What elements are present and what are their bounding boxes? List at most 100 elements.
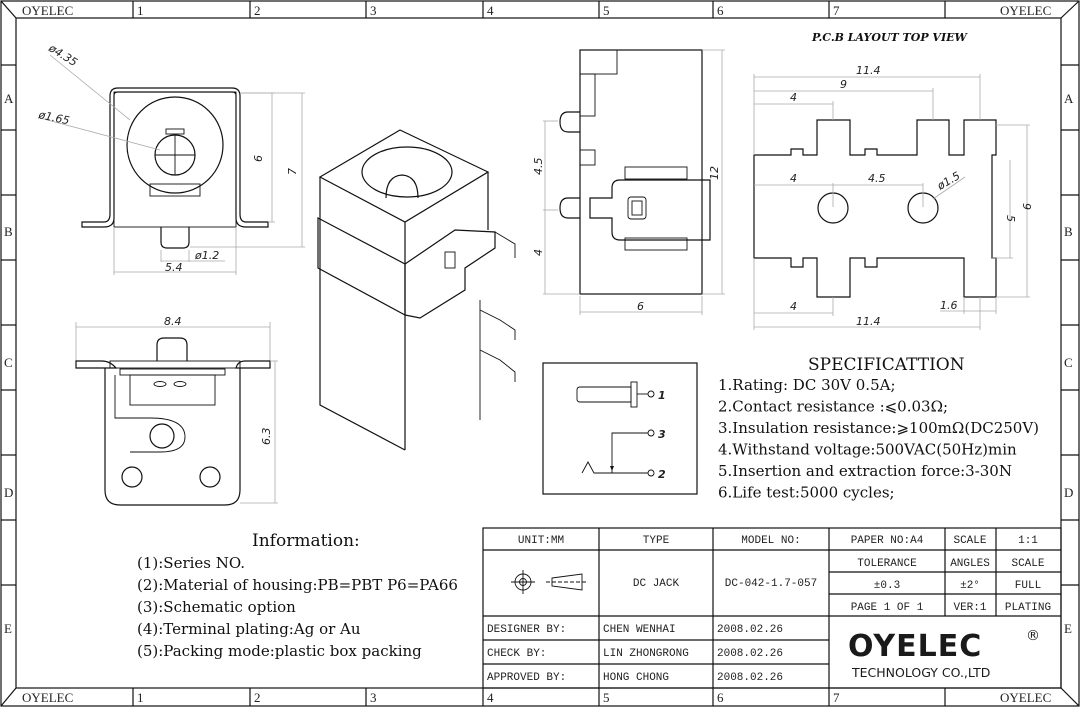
registered-mark: ® (1026, 628, 1040, 644)
frame-col-label-top: 2 (254, 3, 261, 18)
frame-row-label-left: D (4, 485, 13, 500)
frame-col-label-bottom: 6 (717, 690, 724, 705)
front-view (40, 55, 305, 275)
dim-pcb-bottom-total: 11.4 (856, 315, 881, 328)
dim-pcb-top-mid: 9 (840, 78, 847, 91)
dim-pcb-right-outer: 9 (1020, 203, 1033, 210)
dim-height-inner: 6 (252, 155, 265, 162)
frame-row-label-left: E (4, 621, 12, 636)
frame-col-label-bottom: 5 (603, 690, 610, 705)
frame-col-label-top: 5 (603, 3, 610, 18)
frame-row-label-left: B (4, 224, 13, 239)
spec-item: 5.Insertion and extraction force:3-30N (718, 462, 1012, 480)
dim-pcb-right-inner: 5 (1004, 215, 1017, 222)
tb-tolerance-value: ±0.3 (874, 580, 900, 592)
dim-side-width: 6 (637, 300, 644, 313)
frame-row-label-left: A (4, 91, 14, 106)
frame-row-label-right: A (1064, 91, 1074, 106)
tb-check-role: CHECK BY: (487, 648, 546, 660)
company-logo: OYELEC (848, 629, 982, 664)
dim-pin-dia: ø1.65 (36, 108, 70, 127)
bottom-view (76, 322, 278, 505)
tb-page: PAGE 1 OF 1 (851, 602, 924, 614)
frame-col-label-top: 6 (717, 3, 724, 18)
tb-model-label: MODEL NO: (741, 535, 800, 547)
tb-check-name: LIN ZHONGRONG (603, 648, 689, 660)
frame-col-label-bottom: 1 (137, 690, 144, 705)
dim-bottom-pin-dia: ø1.2 (194, 249, 219, 262)
tb-plating: PLATING (1005, 602, 1051, 614)
frame-row-label-right: D (1064, 485, 1073, 500)
dim-pcb-bottom-pad: 1.6 (940, 299, 958, 312)
schematic-pin-1: 1 (658, 389, 666, 402)
tb-type-label: TYPE (643, 535, 670, 547)
spec-item: 3.Insulation resistance:⩾100mΩ(DC250V) (718, 419, 1039, 437)
tb-version: VER:1 (953, 602, 986, 614)
frame-col-label-bottom: 4 (487, 690, 494, 705)
info-item: (2):Material of housing:PB=PBT P6=PA66 (137, 576, 458, 594)
frame-corner-label-bottom-right: OYELEC (1000, 690, 1051, 705)
frame-row-label-left: C (4, 355, 13, 370)
dim-bottom-height: 6.3 (260, 428, 273, 446)
dim-pcb-top-total: 11.4 (856, 64, 881, 77)
tb-angles-label: ANGLES (950, 558, 990, 570)
tb-approved-role: APPROVED BY: (487, 672, 566, 684)
tb-approved-name: HONG CHONG (603, 672, 669, 684)
side-view (543, 50, 725, 315)
frame-col-label-bottom: 7 (833, 690, 840, 705)
frame-corner-label-bottom-left: OYELEC (22, 690, 73, 705)
pcb-layout (754, 74, 1030, 330)
tb-designer-name: CHEN WENHAI (603, 624, 676, 636)
frame-row-label-right: C (1064, 355, 1073, 370)
schematic-pin-2: 2 (658, 468, 666, 481)
dim-height-outer: 7 (286, 168, 299, 175)
frame-col-label-bottom: 2 (254, 690, 261, 705)
dim-side-length: 12 (708, 166, 721, 180)
info-list: (1):Series NO. (2):Material of housing:PB… (137, 554, 458, 660)
tb-model-value: DC-042-1.7-057 (725, 578, 817, 590)
tb-scale-value: 1:1 (1018, 535, 1038, 547)
pcb-layout-title: P.C.B LAYOUT TOP VIEW (811, 31, 968, 44)
spec-item: 2.Contact resistance :⩽0.03Ω; (718, 398, 948, 416)
dim-pcb-hole-spacing: 4.5 (868, 172, 886, 185)
frame-col-label-top: 1 (137, 3, 144, 18)
tb-type-value: DC JACK (633, 578, 680, 590)
frame-col-label-bottom: 3 (370, 690, 377, 705)
tb-scale-value-2: FULL (1015, 580, 1041, 592)
dim-width: 5.4 (165, 261, 183, 274)
dim-pcb-bottom-left: 4 (790, 300, 797, 313)
tb-approved-date: 2008.02.26 (717, 672, 783, 684)
frame-col-label-top: 4 (487, 3, 494, 18)
spec-title: SPECIFICATTION (808, 355, 965, 375)
dim-side-upper: 4.5 (532, 158, 545, 176)
tb-tolerance-label: TOLERANCE (857, 558, 917, 570)
tb-check-date: 2008.02.26 (717, 648, 783, 660)
isometric-view (318, 130, 515, 450)
company-subtitle: TECHNOLOGY CO.,LTD (851, 665, 990, 680)
frame-corner-label-top-right: OYELEC (1000, 3, 1051, 18)
dim-pcb-top-left: 4 (790, 91, 797, 104)
spec-item: 6.Life test:5000 cycles; (718, 484, 895, 502)
dim-side-lower: 4 (532, 249, 545, 256)
info-item: (3):Schematic option (137, 598, 296, 616)
dim-bottom-width: 8.4 (164, 315, 182, 328)
info-item: (1):Series NO. (137, 554, 245, 572)
tb-designer-role: DESIGNER BY: (487, 624, 566, 636)
spec-item: 4.Withstand voltage:500VAC(50Hz)min (718, 441, 1017, 459)
spec-list: 1.Rating: DC 30V 0.5A;2.Contact resistan… (718, 376, 1039, 502)
tb-scale-label-2: SCALE (1011, 558, 1044, 570)
frame-row-label-right: B (1064, 224, 1073, 239)
frame-col-label-top: 3 (370, 3, 377, 18)
info-item: (4):Terminal plating:Ag or Au (137, 620, 361, 638)
schematic-pin-3: 3 (658, 428, 666, 441)
info-item: (5):Packing mode:plastic box packing (137, 642, 422, 660)
tb-scale-label: SCALE (953, 535, 986, 547)
tb-angles-value: ±2° (960, 580, 980, 592)
tb-unit: UNIT:MM (518, 535, 564, 547)
info-title: Information: (252, 531, 360, 551)
dim-pcb-hole-left: 4 (790, 172, 797, 185)
frame-corner-label-top-left: OYELEC (22, 3, 73, 18)
frame-col-label-top: 7 (833, 3, 840, 18)
tb-designer-date: 2008.02.26 (717, 624, 783, 636)
